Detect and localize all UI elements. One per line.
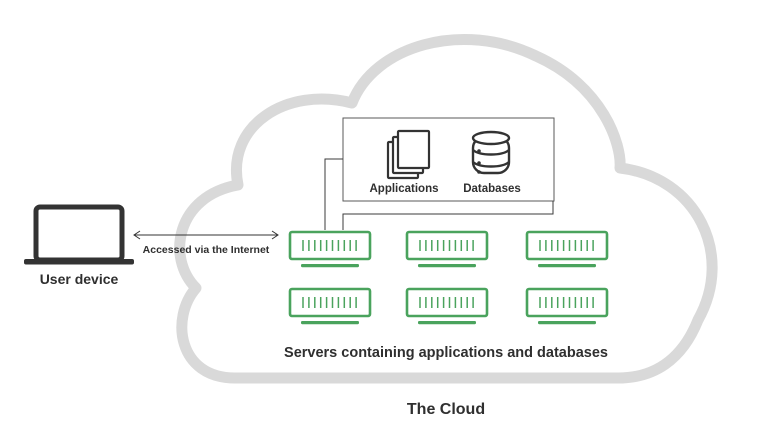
servers-caption: Servers containing applications and data… [284, 345, 608, 361]
internet-access-arrow [133, 230, 279, 240]
access-label: Accessed via the Internet [143, 244, 270, 256]
server-icon [525, 287, 609, 325]
server-icon [405, 287, 489, 325]
server-icon [525, 230, 609, 268]
user-device-label: User device [40, 271, 119, 287]
servers-grid [288, 230, 609, 325]
databases-label: Databases [463, 183, 521, 195]
server-icon [405, 230, 489, 268]
cloud-label: The Cloud [407, 401, 485, 418]
server-icon [288, 287, 372, 325]
database-icon [471, 130, 511, 175]
documents-icon [386, 129, 431, 180]
server-icon [288, 230, 372, 268]
apps-databases-box [342, 117, 555, 202]
box-connector-bottom [342, 201, 554, 230]
box-connector-left [324, 158, 343, 230]
cloud-outline [174, 33, 718, 384]
applications-label: Applications [369, 183, 438, 195]
laptop-icon [24, 204, 134, 265]
